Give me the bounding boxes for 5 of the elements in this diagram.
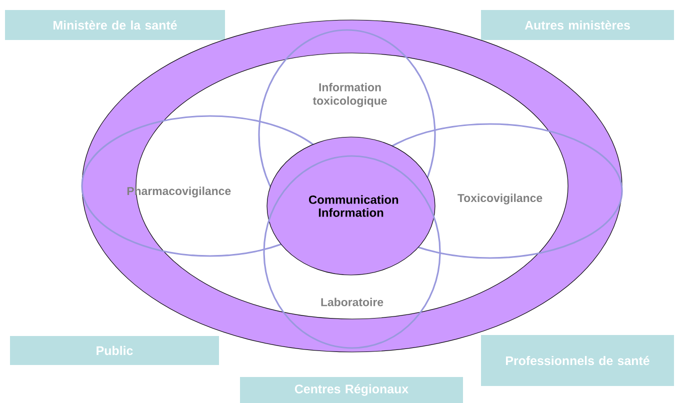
label-box: Centres Régionaux — [240, 377, 463, 403]
label-box: Professionnels de santé — [481, 335, 674, 386]
label-box: Ministère de la santé — [5, 10, 225, 40]
label-box: Autres ministères — [481, 10, 674, 40]
label-box: Public — [10, 336, 219, 365]
